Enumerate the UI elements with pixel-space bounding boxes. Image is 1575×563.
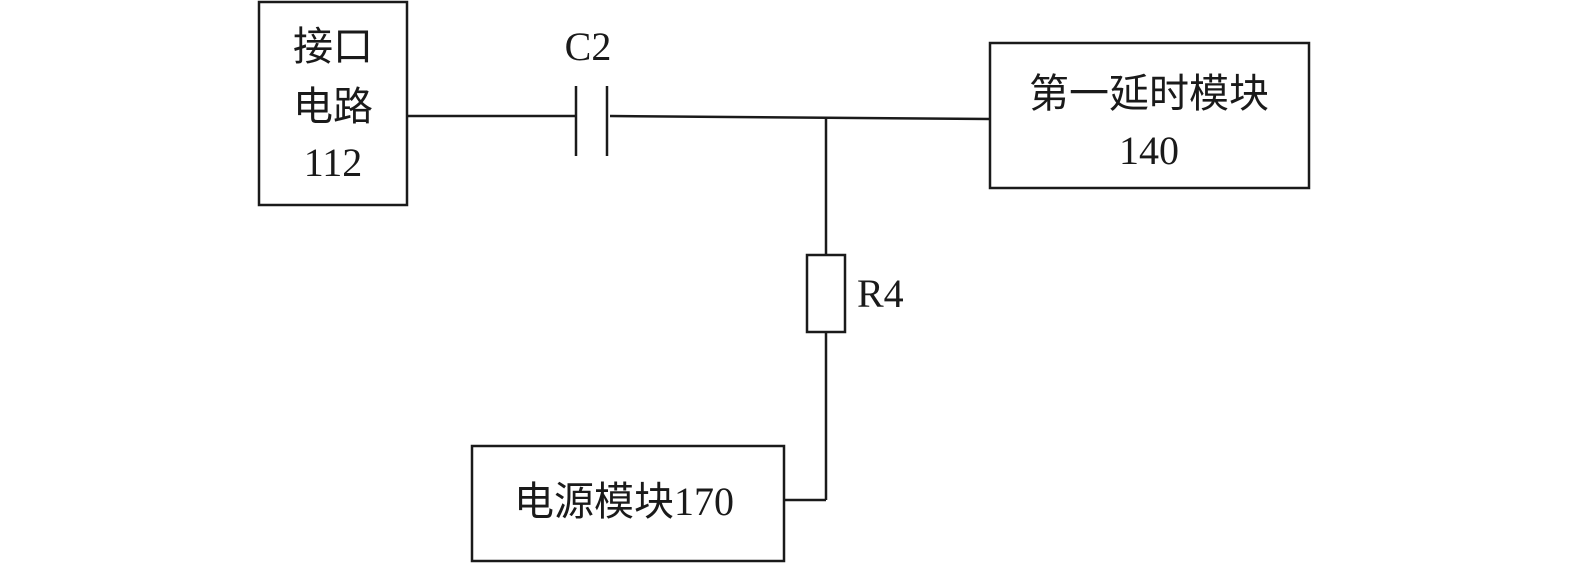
capacitor-label: C2 [565,24,612,69]
power-module-box [470,444,786,563]
interface-circuit-box [257,0,409,207]
delay-module-block: 第一延时模块 140 [988,41,1311,190]
capacitor-c2 [574,86,609,156]
delay-module-box [988,41,1311,190]
power-module-label: 电源模块170 [514,479,734,524]
power-module-block: 电源模块170 [470,444,786,563]
wire-capacitor-to-delay [609,114,991,121]
interface-circuit-line3: 112 [304,140,363,185]
interface-circuit-line1: 接口 [293,24,373,69]
delay-module-line2: 140 [1119,128,1179,173]
interface-circuit-line2: 电路 [293,84,373,129]
interface-circuit-block: 接口 电路 112 [257,0,409,207]
resistor-label: R4 [857,271,904,316]
resistor-r4 [805,253,847,334]
delay-module-line1: 第一延时模块 [1029,71,1269,116]
